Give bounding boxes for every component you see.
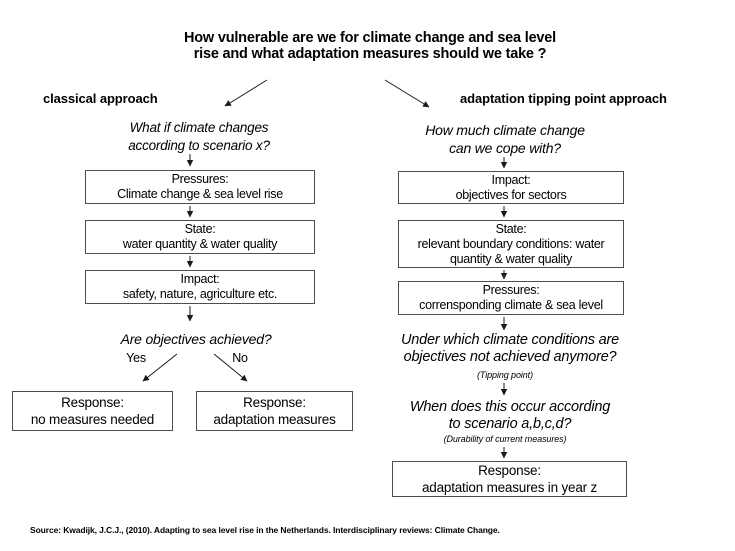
- classical-approach-label: classical approach: [43, 91, 158, 106]
- left-outcome-no-measures: Response: no measures needed: [12, 391, 173, 431]
- left-outcome-adaptation-measures-body: adaptation measures: [213, 412, 336, 427]
- left-question-scenario-line-1: What if climate changes: [129, 120, 269, 135]
- source-citation: Source: Kwadijk, J.C.J., (2010). Adaptin…: [30, 525, 500, 535]
- left-box-state-title: State:: [184, 222, 216, 236]
- no-branch-label: No: [232, 351, 248, 365]
- tipping-point-approach-label: adaptation tipping point approach: [460, 91, 667, 106]
- left-box-pressures-body: Climate change & sea level rise: [117, 187, 283, 201]
- left-box-state: State: water quantity & water quality: [85, 220, 315, 254]
- right-question-tipping-line-1: Under which climate conditions are: [400, 332, 620, 348]
- left-box-state-body: water quantity & water quality: [122, 237, 278, 251]
- title-line-1: How vulnerable are we for climate change…: [184, 30, 556, 46]
- right-box-pressures-title: Pressures:: [482, 283, 540, 297]
- right-question-when: When does this occur according to scenar…: [360, 399, 660, 432]
- right-question-when-line-1: When does this occur according: [409, 399, 611, 415]
- right-question-tipping-line-2: objectives not achieved anymore?: [403, 348, 617, 365]
- left-box-impact-body: safety, nature, agriculture etc.: [122, 287, 278, 301]
- diagram-title: How vulnerable are we for climate change…: [135, 30, 605, 62]
- right-question-when-line-2: to scenario a,b,c,d?: [448, 415, 572, 432]
- right-box-state: State: relevant boundary conditions: wat…: [398, 220, 624, 268]
- left-outcome-no-measures-body: no measures needed: [30, 412, 155, 427]
- right-box-impact-body: objectives for sectors: [455, 187, 567, 202]
- right-box-state-title: State:: [495, 221, 527, 236]
- left-outcome-adaptation-measures-title: Response:: [243, 395, 306, 410]
- left-question-objectives: Are objectives achieved?: [120, 331, 272, 347]
- tipping-point-note: (Tipping point): [477, 370, 533, 380]
- arrow-title-to-classical: [224, 79, 268, 107]
- left-outcome-adaptation-measures: Response: adaptation measures: [196, 391, 353, 431]
- right-outcome-response-body: adaptation measures in year z: [421, 480, 598, 495]
- right-outcome-response: Response: adaptation measures in year z: [392, 461, 627, 497]
- durability-note: (Durability of current measures): [443, 434, 567, 444]
- right-outcome-response-title: Response:: [478, 463, 541, 478]
- right-box-impact-title: Impact:: [491, 172, 531, 187]
- right-box-pressures-body: corrensponding climate & sea level: [419, 298, 603, 312]
- arrow-title-to-tipping: [384, 79, 430, 108]
- left-box-impact-title: Impact:: [180, 272, 220, 286]
- left-question-scenario-line-2: according to scenario x?: [128, 138, 270, 153]
- left-box-impact: Impact: safety, nature, agriculture etc.: [85, 270, 315, 304]
- right-question-tipping: Under which climate conditions are objec…: [360, 332, 660, 365]
- left-box-pressures-title: Pressures:: [171, 172, 229, 186]
- yes-branch-label: Yes: [126, 351, 146, 365]
- right-box-impact: Impact: objectives for sectors: [398, 171, 624, 204]
- left-box-pressures: Pressures: Climate change & sea level ri…: [85, 170, 315, 204]
- right-box-pressures: Pressures: corrensponding climate & sea …: [398, 281, 624, 315]
- right-question-cope: How much climate change can we cope with…: [400, 121, 610, 157]
- right-box-state-body: relevant boundary conditions: water quan…: [417, 236, 605, 266]
- right-question-cope-line-2: can we cope with?: [449, 140, 561, 156]
- title-line-2: rise and what adaptation measures should…: [193, 46, 547, 62]
- left-question-scenario: What if climate changes according to sce…: [89, 119, 309, 155]
- right-question-cope-line-1: How much climate change: [425, 122, 585, 138]
- left-outcome-no-measures-title: Response:: [61, 395, 124, 410]
